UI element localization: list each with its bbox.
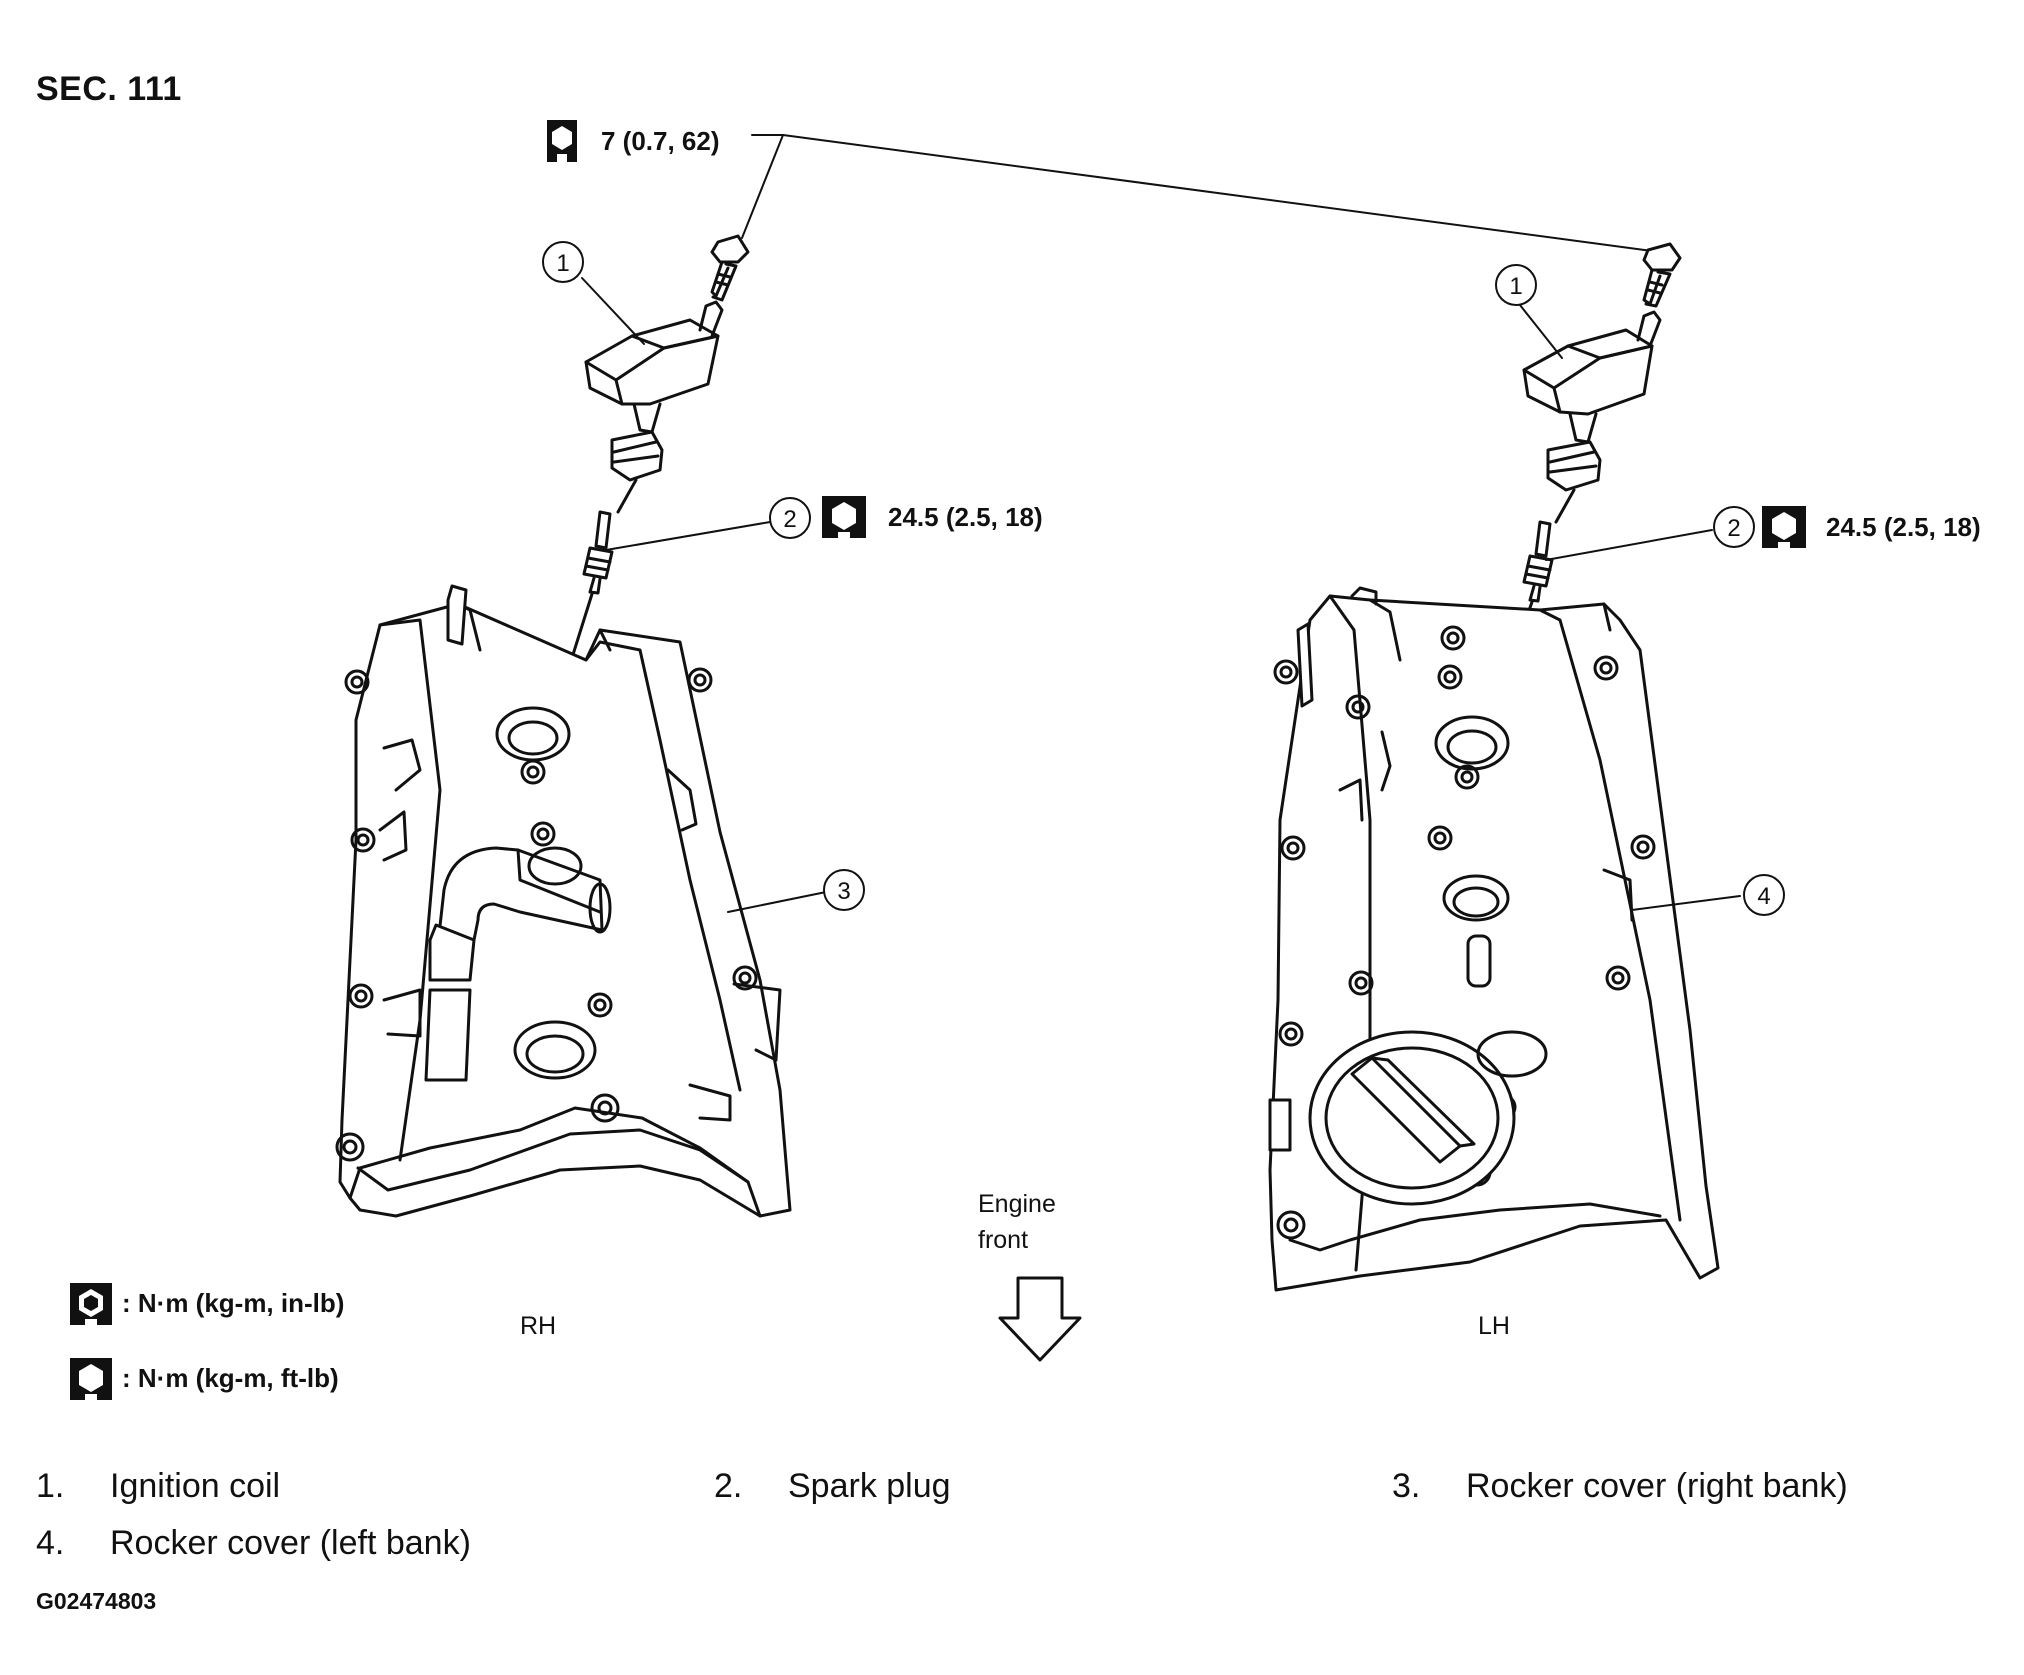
part-1-name: Ignition coil [110, 1467, 281, 1505]
callout-4-label: 4 [1757, 883, 1770, 910]
torque-plug-rh-value: 24.5 (2.5, 18) [888, 502, 1043, 532]
ignition-coil-rh [584, 300, 724, 514]
engine-front-label-line2: front [978, 1226, 1028, 1254]
part-2-number: 2. [714, 1467, 743, 1505]
callout-1-rh-label: 1 [556, 250, 569, 277]
torque-plug-lh-value: 24.5 (2.5, 18) [1826, 512, 1981, 542]
legend-ft-lb-text: : N·m (kg-m, ft-lb) [122, 1363, 339, 1393]
rocker-cover-lh [1268, 586, 1720, 1292]
torque-icon-ft-lb-rh [822, 496, 866, 538]
engine-front-arrow-icon [998, 1276, 1082, 1362]
bolt-rh [710, 234, 750, 302]
side-label-lh: LH [1478, 1312, 1510, 1340]
legend-icon-in-lb [70, 1283, 112, 1325]
torque-bolt-value: 7 (0.7, 62) [601, 126, 720, 156]
callout-2-rh [769, 497, 811, 539]
legend-in-lb-text: : N·m (kg-m, in-lb) [122, 1288, 345, 1318]
part-1-number: 1. [36, 1467, 65, 1505]
side-label-rh: RH [520, 1312, 556, 1340]
callout-1-lh [1495, 264, 1537, 306]
part-4-name: Rocker cover (left bank) [110, 1524, 471, 1562]
ignition-coil-lh [1522, 310, 1662, 524]
torque-icon-in-lb-top [547, 120, 577, 162]
bolt-leader-lines [741, 134, 1653, 252]
part-3-number: 3. [1392, 1467, 1421, 1505]
engine-front-label-line1: Engine [978, 1190, 1056, 1218]
callout-3 [823, 869, 865, 911]
bolt-lh [1642, 242, 1682, 308]
section-label: SEC. 111 [36, 70, 182, 108]
part-4-number: 4. [36, 1524, 65, 1562]
torque-icon-ft-lb-lh [1762, 506, 1806, 548]
callout-2-lh [1713, 506, 1755, 548]
legend-icon-ft-lb [70, 1358, 112, 1400]
callout-2-rh-label: 2 [783, 506, 796, 533]
figure-id: G02474803 [36, 1588, 157, 1614]
callout-1-lh-label: 1 [1509, 273, 1522, 300]
rocker-cover-rh [335, 584, 792, 1218]
part-2-name: Spark plug [788, 1467, 951, 1505]
callout-4 [1743, 874, 1785, 916]
callout-1-rh [542, 241, 584, 283]
callout-3-label: 3 [837, 878, 850, 905]
callout-2-lh-label: 2 [1727, 515, 1740, 542]
part-3-name: Rocker cover (right bank) [1466, 1467, 1848, 1505]
